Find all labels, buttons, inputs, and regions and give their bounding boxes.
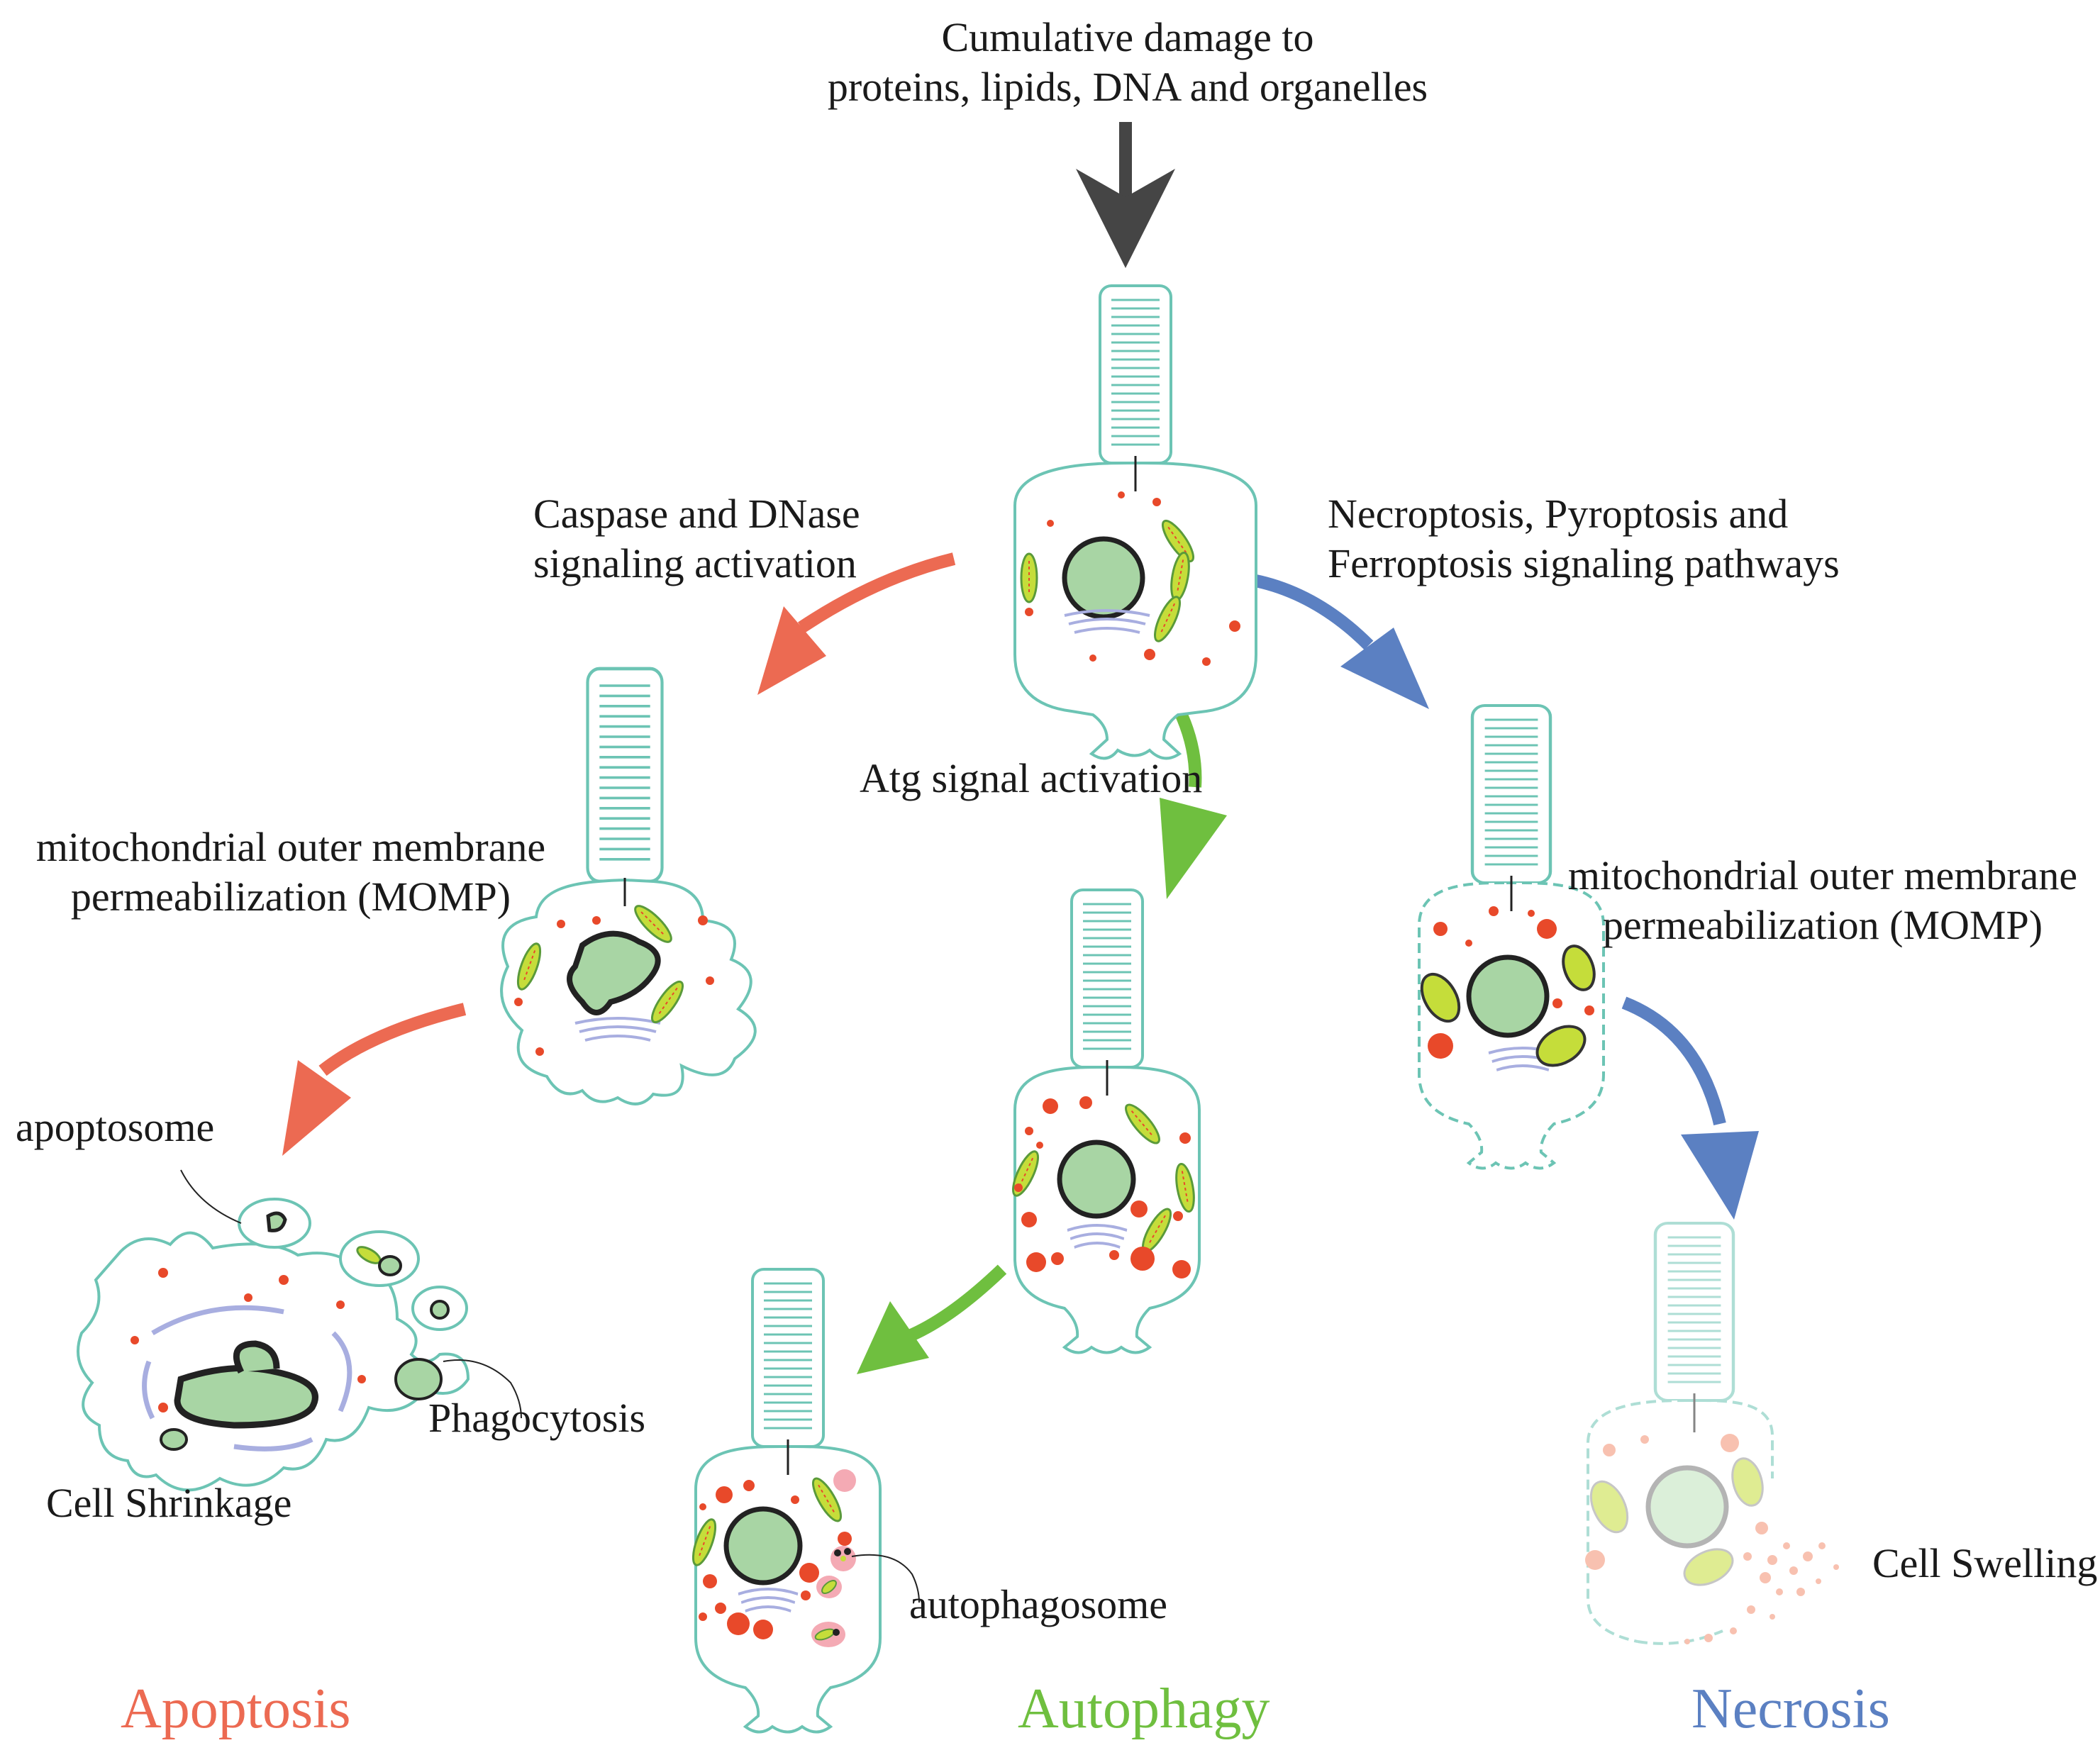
top-label-line1: Cumulative damage to (941, 14, 1314, 60)
apoptosis-signal-label: Caspase and DNase signaling activation (533, 489, 860, 589)
apoptosis-title: Apoptosis (121, 1678, 351, 1740)
apoptosis-signal-line1: Caspase and DNase (533, 491, 860, 537)
top-label: Cumulative damage to proteins, lipids, D… (773, 13, 1482, 112)
apoptosis-signal-line2: signaling activation (533, 540, 857, 586)
top-label-line2: proteins, lipids, DNA and organelles (827, 64, 1428, 110)
apoptosis-momp-line2: permeabilization (MOMP) (70, 874, 511, 920)
autophagosome-label: autophagosome (909, 1581, 1168, 1627)
necrosis-signal-line1: Necroptosis, Pyroptosis and (1328, 491, 1789, 537)
cell-shrinkage-label: Cell Shrinkage (46, 1480, 292, 1526)
necrosis-momp-label: mitochondrial outer membrane permeabiliz… (1553, 851, 2092, 950)
cell-healthy (1013, 284, 1257, 760)
arrow-apoptosis-2 (282, 1003, 467, 1156)
cell-swelling-label: Cell Swelling (1872, 1540, 2098, 1586)
necrosis-momp-line1: mitochondrial outer membrane (1567, 852, 2078, 898)
cell-apoptosis-early (500, 669, 757, 1105)
arrow-necrosis-2 (1621, 996, 1759, 1220)
cell-apoptosis-late (77, 1169, 522, 1492)
cell-autophagy-late (687, 1268, 920, 1734)
necrosis-momp-line2: permeabilization (MOMP) (1602, 902, 2043, 948)
necrosis-signal-label: Necroptosis, Pyroptosis and Ferroptosis … (1328, 489, 1840, 589)
cell-necrosis-early (1418, 706, 1605, 1170)
arrow-apoptosis-1 (757, 552, 956, 695)
cell-autophagy-early (1007, 888, 1201, 1354)
apoptosome-label: apoptosome (16, 1104, 215, 1150)
apoptotic-bodies (238, 1198, 468, 1400)
arrow-damage (1076, 122, 1175, 268)
necrosis-title: Necrosis (1691, 1678, 1890, 1740)
autophagy-title: Autophagy (1018, 1678, 1270, 1740)
apoptosis-momp-line1: mitochondrial outer membrane (35, 824, 546, 870)
arrow-autophagy-2 (857, 1264, 1007, 1374)
necrosis-signal-line2: Ferroptosis signaling pathways (1328, 540, 1840, 586)
autophagy-signal-label: Atg signal activation (860, 755, 1203, 801)
phagocytosis-label: Phagocytosis (428, 1395, 646, 1441)
apoptosis-momp-label: mitochondrial outer membrane permeabiliz… (21, 823, 560, 922)
cell-necrosis-late (1585, 1223, 1839, 1645)
